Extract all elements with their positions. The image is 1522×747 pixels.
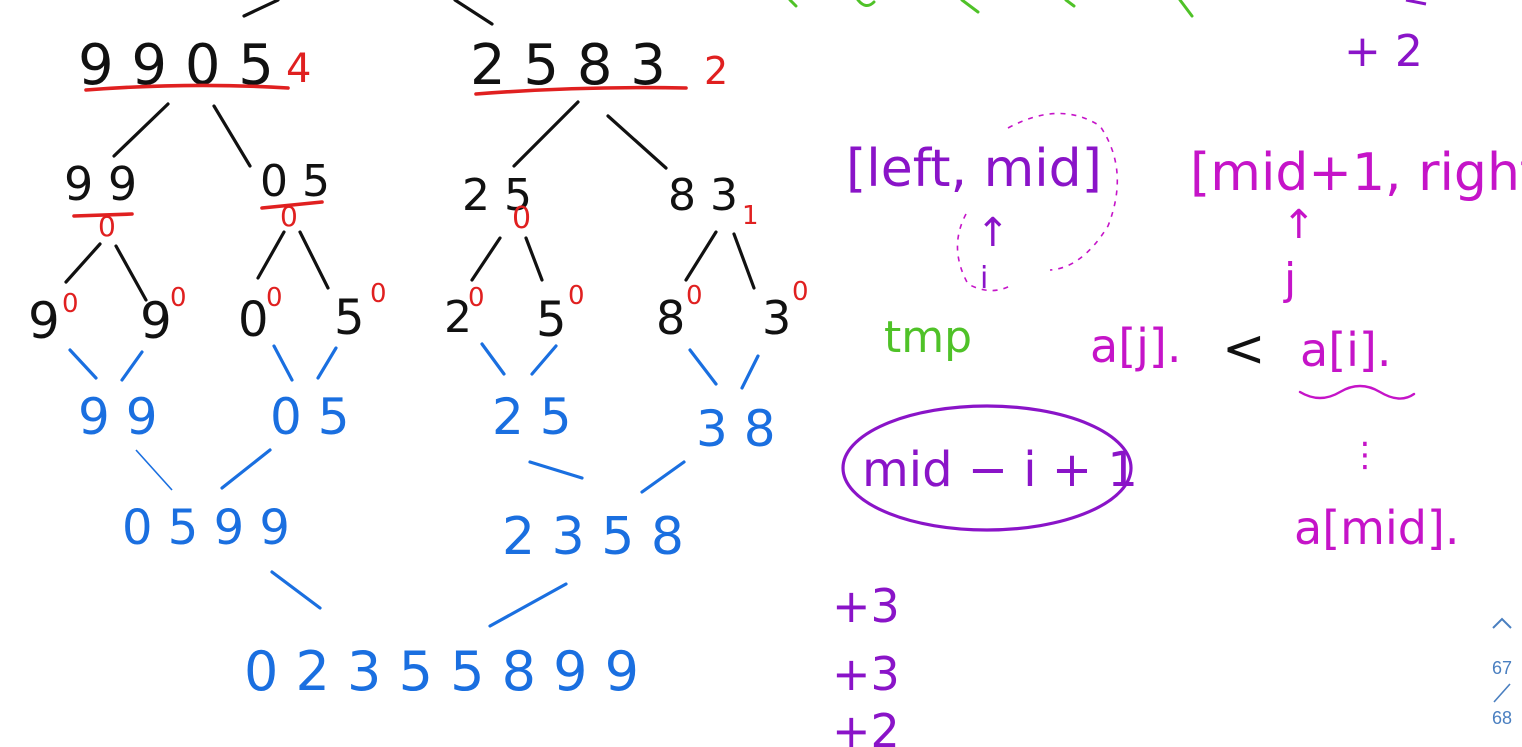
merge-edge — [135, 449, 173, 491]
level2-2-strike — [260, 200, 324, 210]
merge-edge — [480, 342, 506, 376]
left-pointer-label: i — [980, 261, 988, 296]
edge — [606, 114, 668, 170]
page-separator — [1484, 682, 1520, 709]
merge1-1: 9 9 — [78, 388, 158, 446]
compare-operator: < — [1222, 319, 1266, 379]
leaf-3-digit: 0 — [238, 292, 269, 348]
add-2: +3 — [832, 647, 900, 701]
edge — [112, 102, 170, 158]
left-range: [left, mid] — [846, 139, 1102, 199]
level2-1-digits: 9 9 — [64, 157, 137, 211]
edge — [114, 244, 148, 302]
edge — [298, 230, 330, 290]
merge-edge — [270, 570, 322, 610]
page-total: 68 — [1491, 708, 1513, 728]
merge-edge — [120, 350, 144, 382]
compare-left: a[j]. — [1090, 319, 1181, 373]
edge — [256, 230, 286, 280]
merge1-3: 2 5 — [492, 388, 572, 446]
merge2-2: 2 3 5 8 — [502, 507, 684, 567]
right-range: [mid+1, right] — [1190, 143, 1522, 203]
right-pointer-label: j — [1283, 254, 1296, 305]
edge-top-right — [453, 0, 494, 26]
level2-1-count: 0 — [98, 210, 116, 243]
merge-edge — [740, 354, 760, 390]
tmp-label: tmp — [884, 312, 972, 363]
level2-4-digits: 8 3 — [668, 170, 738, 221]
level2-2-digits: 0 5 — [260, 156, 330, 207]
edge — [732, 232, 756, 290]
level1-left-count: 4 — [286, 46, 311, 92]
page-current: 67 — [1491, 658, 1513, 678]
leaf-6-digit: 5 — [536, 292, 567, 348]
green-partial-strokes — [788, 0, 1194, 18]
formula-circle — [841, 404, 1133, 532]
edge — [684, 230, 718, 282]
edge — [212, 104, 252, 168]
merge-edge — [530, 344, 558, 376]
leaf-1-count: 0 — [62, 289, 79, 319]
vertical-dots: ⋮ — [1348, 435, 1382, 475]
level2-2-count: 0 — [280, 200, 298, 233]
merge1-4: 3 8 — [696, 400, 776, 458]
compare-right: a[i]. — [1300, 323, 1391, 377]
dashed-highlight — [956, 213, 1011, 292]
merge-edge — [688, 348, 718, 386]
right-up-arrow: ↑ — [1282, 202, 1316, 248]
purple-partial-stroke — [1405, 0, 1427, 6]
leaf-5-digit: 2 — [444, 292, 472, 343]
leaf-2-digit: 9 — [140, 292, 172, 350]
merge-edge — [488, 582, 568, 628]
level2-1-strike — [72, 212, 134, 218]
merge-edge — [528, 460, 584, 480]
level1-left-underline — [84, 83, 290, 92]
merge-edge — [640, 460, 686, 494]
wavy-underline — [1298, 384, 1416, 400]
edge — [470, 236, 502, 282]
edge — [524, 236, 544, 282]
leaf-2-count: 0 — [170, 283, 187, 313]
leaf-8-digit: 3 — [762, 291, 791, 345]
level1-right-underline — [474, 85, 688, 96]
add-3: +2 — [832, 704, 900, 747]
level2-3-count: 0 — [512, 201, 531, 236]
dashed-highlight — [1007, 112, 1119, 271]
leaf-4-digit: 5 — [334, 290, 365, 346]
leaf-7-digit: 8 — [656, 291, 685, 345]
top-plus-two: + 2 — [1344, 26, 1423, 77]
add-1: +3 — [832, 579, 900, 633]
leaf-6-count: 0 — [568, 281, 585, 311]
merge2-1: 0 5 9 9 — [122, 500, 290, 556]
level1-right-count: 2 — [704, 49, 728, 93]
leaf-5-count: 0 — [468, 283, 485, 313]
edge — [512, 100, 580, 168]
leaf-1-digit: 9 — [28, 292, 60, 350]
chevron-up-icon[interactable] — [1484, 610, 1520, 636]
left-up-arrow: ↑ — [976, 210, 1010, 256]
leaf-4-count: 0 — [370, 279, 387, 309]
merge3-result: 0 2 3 5 5 8 9 9 — [244, 640, 639, 703]
merge-edge — [68, 348, 98, 380]
page-navigator: 67 68 — [1484, 610, 1520, 730]
leaf-8-count: 0 — [792, 277, 809, 307]
level2-4-count: 1 — [742, 201, 759, 231]
formula: mid − i + 1 — [862, 442, 1138, 498]
merge1-2: 0 5 — [270, 388, 350, 446]
merge-edge — [220, 448, 272, 490]
edge — [64, 242, 102, 284]
merge-edge — [316, 346, 338, 380]
merge-edge — [272, 344, 294, 382]
leaf-7-count: 0 — [686, 281, 703, 311]
level2-3-digits: 2 5 — [462, 170, 532, 221]
edge-top-left — [242, 0, 280, 18]
leaf-3-count: 0 — [266, 283, 283, 313]
a-mid: a[mid]. — [1294, 501, 1460, 555]
